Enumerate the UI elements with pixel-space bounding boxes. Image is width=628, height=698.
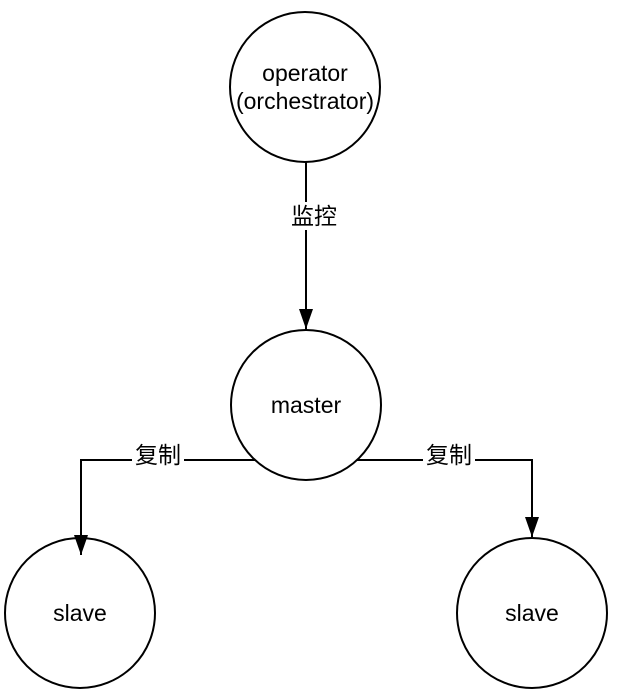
replicate-right-edge-line: [357, 459, 539, 537]
operator-node-label-line2: (orchestrator): [235, 88, 375, 114]
master-node-circle: [230, 329, 382, 481]
replicate-left-edge-line: [74, 459, 255, 555]
slave-left-node-label: slave: [53, 600, 107, 626]
slave-right-node-label: slave: [505, 600, 559, 626]
operator-node-label-line1: operator: [262, 60, 348, 86]
operator-node-label: operator (orchestrator): [236, 59, 374, 115]
replicate-left-edge-label: 复制: [132, 441, 184, 469]
slave-right-node-circle: [456, 537, 608, 689]
master-node-label: master: [270, 392, 342, 418]
replicate-right-edge-label: 复制: [423, 441, 475, 469]
monitor-edge-label: 监控: [288, 202, 340, 230]
